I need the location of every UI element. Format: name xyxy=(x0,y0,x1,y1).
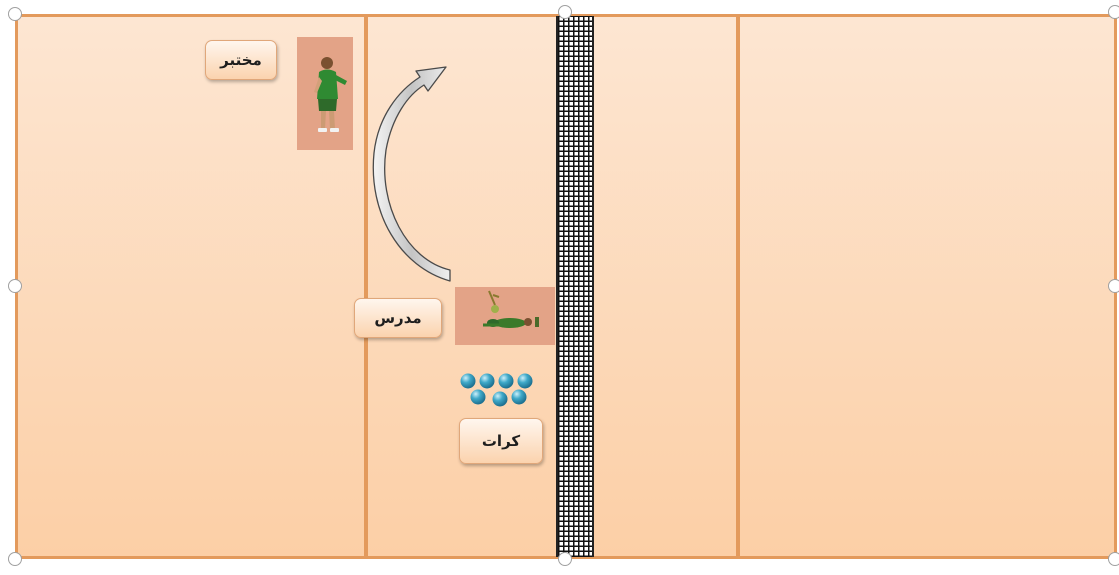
selection-handle-bottom-left[interactable] xyxy=(8,552,22,566)
ball-icon xyxy=(517,373,533,389)
ball-icon xyxy=(470,389,486,405)
selection-handle-top-left[interactable] xyxy=(8,7,22,21)
net xyxy=(556,16,594,557)
selection-handle-middle-right[interactable] xyxy=(1108,279,1119,293)
ball-icon xyxy=(511,389,527,405)
ball-icon xyxy=(492,391,508,407)
selection-handle-middle-left[interactable] xyxy=(8,279,22,293)
ball-icon xyxy=(498,373,514,389)
selection-handle-top-center[interactable] xyxy=(558,5,572,19)
tester-label: مختبر xyxy=(205,40,277,80)
tester-photo xyxy=(297,37,353,150)
balls-label: كرات xyxy=(459,418,543,464)
selection-handle-bottom-right[interactable] xyxy=(1108,552,1119,566)
teacher-photo xyxy=(455,287,555,345)
lying-player-icon xyxy=(483,290,539,328)
court-line-left-attack xyxy=(364,14,368,559)
curved-arrow-icon xyxy=(372,66,451,282)
ball-icon xyxy=(479,373,495,389)
ball-icon xyxy=(460,373,476,389)
standing-player-icon xyxy=(314,57,347,132)
selection-handle-bottom-center[interactable] xyxy=(558,552,572,566)
selection-handle-top-right[interactable] xyxy=(1108,5,1119,19)
teacher-label: مدرس xyxy=(354,298,442,338)
court-line-right-attack xyxy=(736,14,740,559)
balls-group xyxy=(460,373,533,407)
